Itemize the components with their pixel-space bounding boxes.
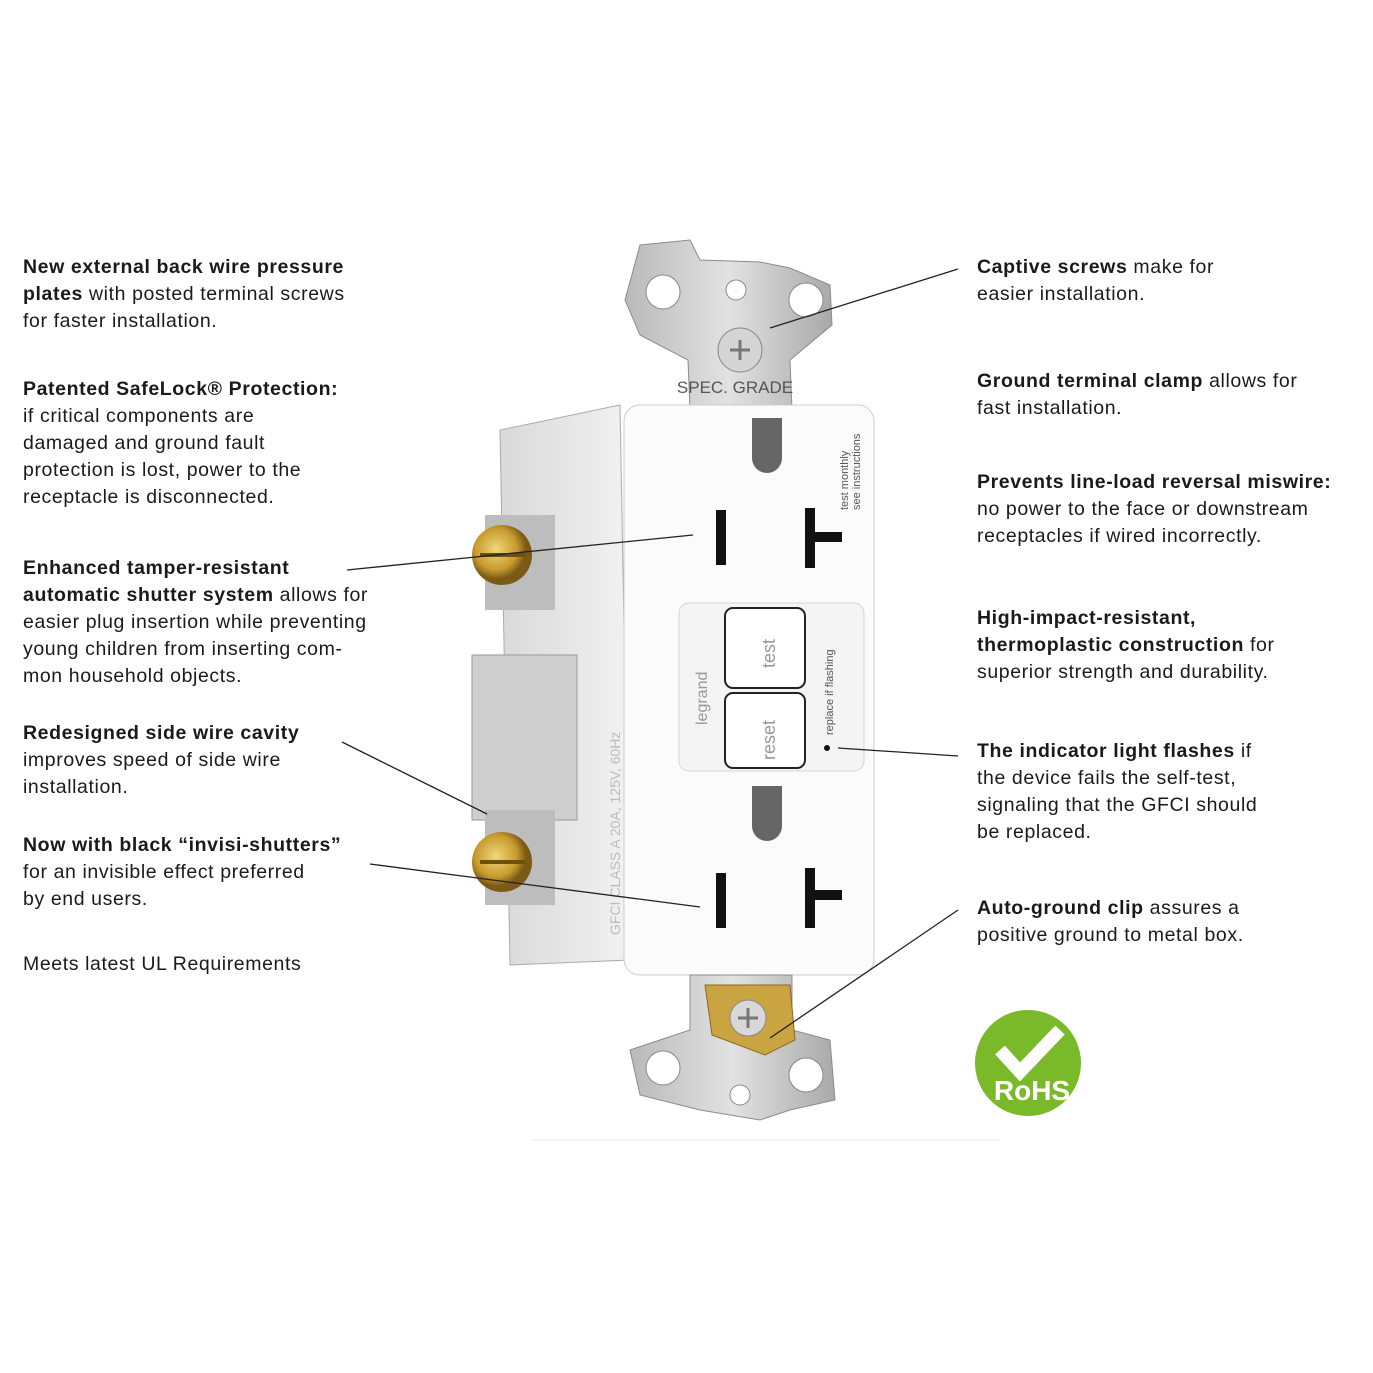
callout-side-wire-cavity: Redesigned side wire cavity improves spe… bbox=[23, 722, 300, 798]
mounting-hole bbox=[752, 418, 782, 473]
callout-shutter-system: Enhanced tamper-resistant automatic shut… bbox=[23, 557, 369, 687]
svg-text:RoHS: RoHS bbox=[994, 1075, 1070, 1106]
instructions-text: see instructions bbox=[851, 433, 863, 510]
outlet-slot bbox=[716, 510, 726, 565]
checkmark-icon bbox=[995, 1025, 1065, 1082]
callout-auto-ground-clip: Auto-ground clip assures a positive grou… bbox=[977, 897, 1244, 946]
mounting-hole bbox=[752, 786, 782, 841]
side-wire-cavity bbox=[471, 654, 578, 821]
test-button[interactable] bbox=[724, 607, 806, 689]
rating-label: GFCI CLASS A 20A, 125V, 60Hz bbox=[607, 732, 623, 935]
callout-back-wire-plates: New external back wire pressure plates w… bbox=[23, 256, 345, 332]
indicator-light bbox=[824, 745, 830, 751]
indicator-label: replace if flashing bbox=[824, 649, 836, 735]
outlet-slot bbox=[716, 873, 726, 928]
reset-button[interactable] bbox=[724, 692, 806, 769]
svg-text:test: test bbox=[759, 639, 779, 668]
callout-miswire: Prevents line-load reversal miswire: no … bbox=[977, 471, 1332, 547]
svg-text:reset: reset bbox=[759, 720, 779, 760]
rohs-badge: RoHS bbox=[975, 1010, 1081, 1116]
callout-ul-requirements: Meets latest UL Requirements bbox=[23, 953, 302, 975]
top-mounting-strap: SPEC. GRADE bbox=[624, 239, 833, 411]
leader-lines bbox=[341, 268, 959, 1039]
callout-ground-clamp: Ground terminal clamp allows for fast in… bbox=[977, 370, 1298, 419]
callout-safelock: Patented SafeLock® Protection: if critic… bbox=[23, 378, 339, 508]
callout-invisi-shutters: Now with black “invisi-shutters” for an … bbox=[23, 834, 342, 910]
strap-label: SPEC. GRADE bbox=[677, 378, 793, 397]
device-face: test monthly see instructions legrand te… bbox=[623, 404, 875, 976]
callout-thermoplastic: High-impact-resistant, thermoplastic con… bbox=[977, 607, 1275, 683]
callout-captive-screws: Captive screws make for easier installat… bbox=[977, 256, 1215, 305]
brand-label: legrand bbox=[694, 672, 711, 725]
bottom-mounting-strap bbox=[530, 974, 1000, 1141]
instructions-text: test monthly bbox=[839, 450, 851, 510]
callout-indicator-light: The indicator light flashes if the devic… bbox=[977, 740, 1258, 843]
